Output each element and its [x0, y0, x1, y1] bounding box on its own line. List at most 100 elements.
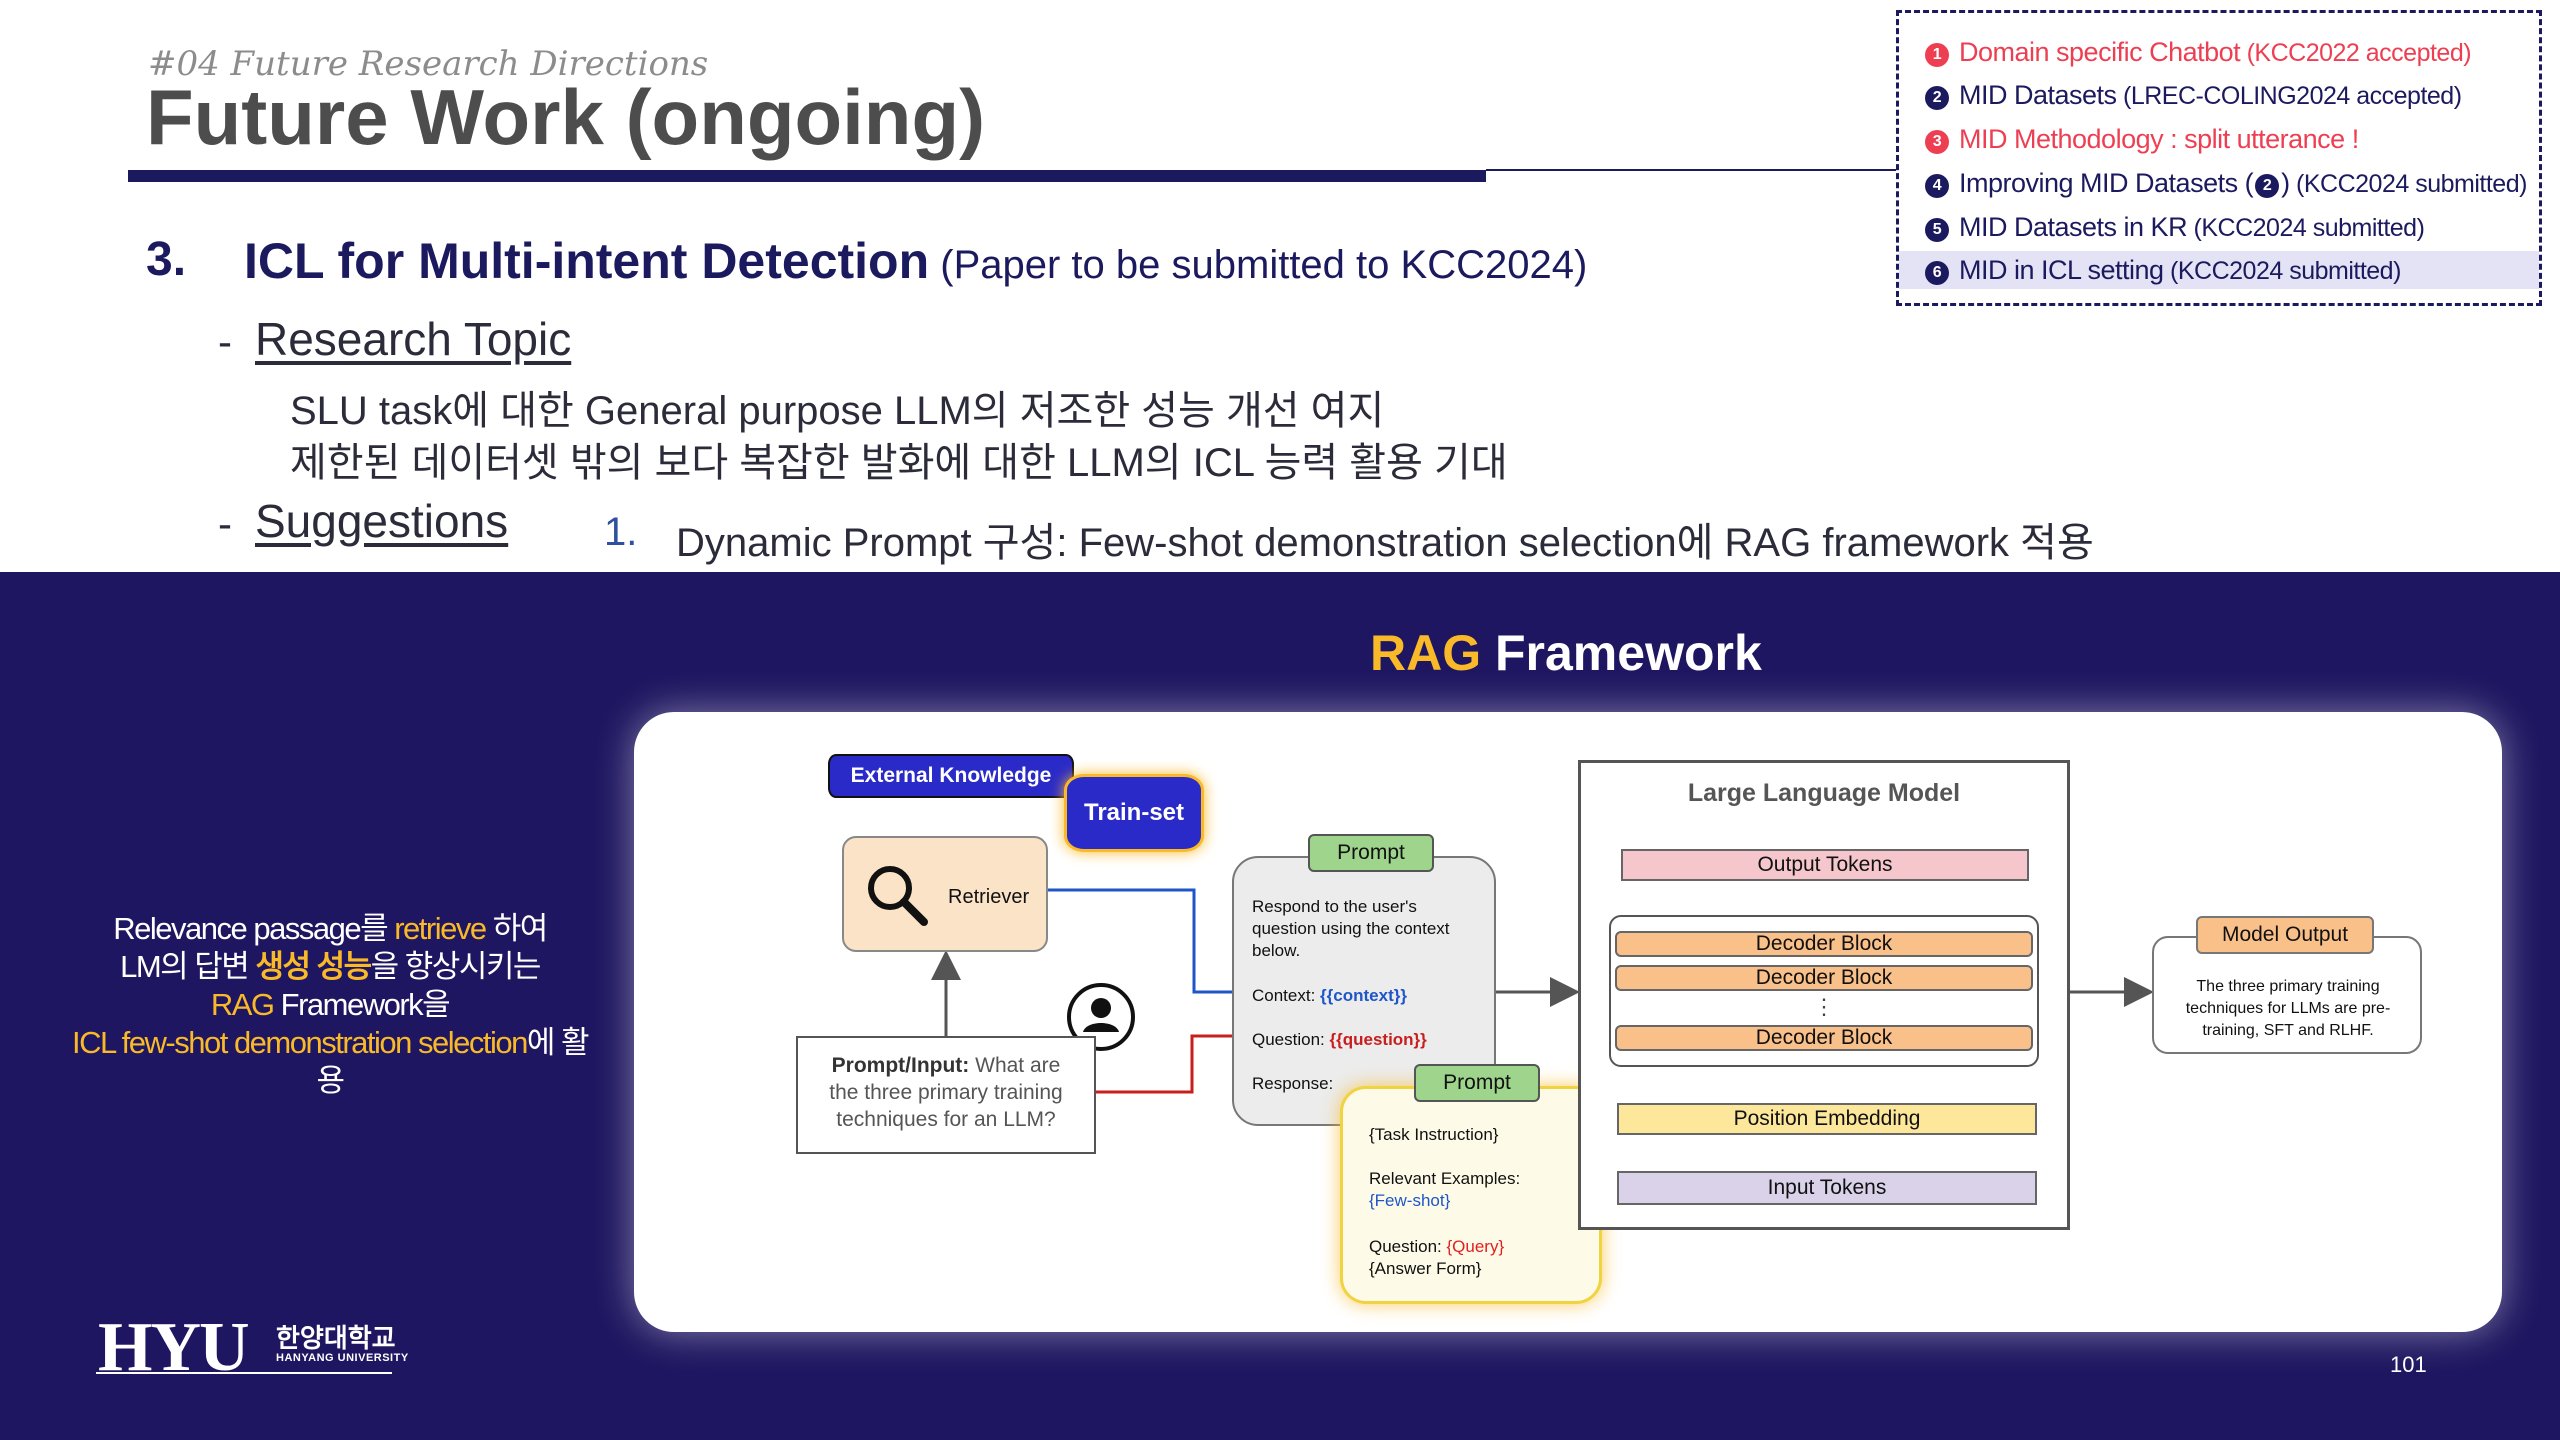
item-title: MID Datasets in KR — [1959, 212, 2188, 242]
university-logo: HYU — [98, 1309, 250, 1386]
item-title: Improving MID Datasets ( — [1959, 168, 2254, 198]
query-slot: {Query} — [1446, 1237, 1505, 1256]
caption-text: LM의 답변 — [120, 949, 256, 984]
section-heading: ICL for Multi-intent Detection (Paper to… — [244, 232, 1587, 290]
prompt-input-text: What are the three primary training tech… — [829, 1054, 1063, 1131]
external-knowledge-db: External Knowledge — [828, 754, 1074, 798]
item-ref-badge: 2 — [2255, 174, 2280, 198]
section-title: ICL for Multi-intent Detection — [244, 233, 930, 289]
logo-underline — [96, 1372, 392, 1374]
item-note: (KCC2024 submitted) — [2289, 170, 2527, 198]
item-number-badge: 4 — [1925, 174, 1949, 198]
model-output-text: The three primary training techniques fo… — [2185, 978, 2391, 1039]
suggestions-label: Suggestions — [255, 495, 509, 547]
item-number-badge: 2 — [1925, 86, 1949, 110]
caption-text: 를 — [360, 911, 395, 946]
section-number: 3. — [146, 233, 187, 286]
title-connector-line — [1486, 169, 1896, 171]
panel-item-2: 2 MID Datasets (LREC-COLING2024 accepted) — [1925, 80, 2462, 111]
item-number-badge: 1 — [1925, 43, 1949, 67]
position-embedding: Position Embedding — [1617, 1103, 2037, 1135]
suggestion-text: Dynamic Prompt 구성: Few-shot demonstratio… — [676, 521, 2094, 565]
rag-diagram-card: External Knowledge Train-set Retriever P… — [634, 712, 2502, 1332]
university-name-ko: 한양대학교 — [276, 1323, 396, 1353]
prompt-question: Question: {{question}} — [1252, 1030, 1427, 1050]
bullet-dash: - — [218, 500, 232, 547]
section-note: (Paper to be submitted to KCC2024) — [929, 243, 1588, 287]
context-variable: {{context}} — [1320, 986, 1407, 1005]
research-topic-line-1: SLU task에 대한 General purpose LLM의 저조한 성능… — [290, 389, 1385, 433]
decoder-block: Decoder Block — [1615, 965, 2033, 991]
item-title: MID Methodology : split utterance ! — [1959, 124, 2359, 154]
caption-text: Relevance passage — [113, 911, 361, 946]
decoder-block: Decoder Block — [1615, 1025, 2033, 1051]
suggestion-number: 1. — [604, 510, 638, 554]
model-output-box: The three primary training techniques fo… — [2152, 936, 2422, 1054]
relevant-examples-label: Relevant Examples: — [1369, 1169, 1521, 1188]
prompt-tag-2: Prompt — [1414, 1064, 1540, 1102]
panel-item-3: 3 MID Methodology : split utterance ! — [1925, 124, 2359, 155]
item-note: (KCC2024 submitted) — [2187, 214, 2425, 242]
rag-title-accent: RAG — [1370, 625, 1482, 681]
item-title: MID in ICL setting — [1959, 255, 2164, 285]
item-note: (KCC2024 submitted) — [2163, 257, 2401, 285]
item-number-badge: 3 — [1925, 130, 1949, 154]
context-label: Context: — [1252, 986, 1321, 1005]
llm-box: Large Language Model Output Tokens Decod… — [1578, 760, 2070, 1230]
output-tokens: Output Tokens — [1621, 849, 2029, 881]
llm-title: Large Language Model — [1687, 779, 1961, 807]
title-divider — [128, 170, 1486, 182]
panel-item-1: 1 Domain specific Chatbot (KCC2022 accept… — [1925, 37, 2472, 68]
input-tokens: Input Tokens — [1617, 1171, 2037, 1205]
question-label: Question: — [1369, 1237, 1447, 1256]
page-title: Future Work (ongoing) — [146, 73, 986, 161]
section-label: #04 Future Research Directions — [148, 44, 709, 84]
prompt-instruction: Respond to the user's question using the… — [1252, 897, 1450, 960]
item-title-end: ) — [2281, 168, 2290, 198]
prompt-tag: Prompt — [1308, 834, 1434, 872]
prompt-context: Context: {{context}} — [1252, 986, 1407, 1006]
item-title: Domain specific Chatbot — [1959, 37, 2241, 67]
train-set-db: Train-set — [1064, 774, 1204, 852]
item-title: MID Datasets — [1959, 80, 2117, 110]
rag-title: RAG Framework — [1370, 624, 1762, 682]
caption-accent: RAG — [210, 987, 275, 1022]
prompt-input-box: Prompt/Input: What are the three primary… — [796, 1036, 1096, 1154]
dynamic-prompt-box: {Task Instruction} Relevant Examples: {F… — [1340, 1086, 1602, 1304]
bullet-dash: - — [218, 318, 232, 365]
search-icon — [868, 866, 928, 926]
research-topic-label: Research Topic — [255, 313, 572, 365]
caption-accent: ICL few-shot demonstration selection — [71, 1025, 528, 1060]
decoder-block: Decoder Block — [1615, 931, 2033, 957]
ellipsis: ⋮ — [1813, 994, 1835, 1019]
caption-text: 에 활용 — [316, 1025, 589, 1098]
item-note: (KCC2022 accepted) — [2240, 39, 2472, 67]
model-output-tag: Model Output — [2196, 916, 2374, 954]
user-icon — [1067, 983, 1135, 1051]
retriever-box: Retriever — [842, 836, 1048, 952]
caption-text: 을 향상시키는 — [370, 949, 542, 984]
question-label: Question: — [1252, 1030, 1330, 1049]
query-line: Question: {Query} — [1369, 1237, 1504, 1257]
rag-caption: Relevance passage를 retrieve 하여 LM의 답변 생성… — [60, 910, 600, 1100]
item-note: (LREC-COLING2024 accepted) — [2116, 82, 2462, 110]
item-number-badge: 6 — [1925, 261, 1949, 285]
page-number: 101 — [2390, 1352, 2427, 1377]
prompt-response: Response: — [1252, 1074, 1334, 1093]
answer-form-slot: {Answer Form} — [1369, 1259, 1482, 1278]
research-topic-line-2: 제한된 데이터셋 밖의 보다 복잡한 발화에 대한 LLM의 ICL 능력 활용… — [290, 441, 1508, 485]
panel-item-6: 6 MID in ICL setting (KCC2024 submitted) — [1925, 255, 2401, 286]
rag-title-rest: Framework — [1481, 625, 1762, 681]
panel-item-5: 5 MID Datasets in KR (KCC2024 submitted) — [1925, 212, 2425, 243]
prompt-template-box: Respond to the user's question using the… — [1232, 856, 1496, 1126]
decoder-stack: Decoder Block Decoder Block ⋮ Decoder Bl… — [1609, 915, 2039, 1067]
item-number-badge: 5 — [1925, 218, 1949, 242]
prompt-input-label: Prompt/Input: — [831, 1054, 970, 1077]
caption-text: 하여 — [485, 911, 549, 946]
progress-panel: 1 Domain specific Chatbot (KCC2022 accept… — [1896, 10, 2542, 306]
panel-item-4: 4 Improving MID Datasets (2) (KCC2024 sub… — [1925, 168, 2527, 199]
caption-text: Framework을 — [273, 987, 451, 1022]
few-shot-slot: {Few-shot} — [1369, 1191, 1451, 1210]
task-instruction: {Task Instruction} — [1369, 1125, 1499, 1144]
question-variable: {{question}} — [1329, 1030, 1427, 1049]
